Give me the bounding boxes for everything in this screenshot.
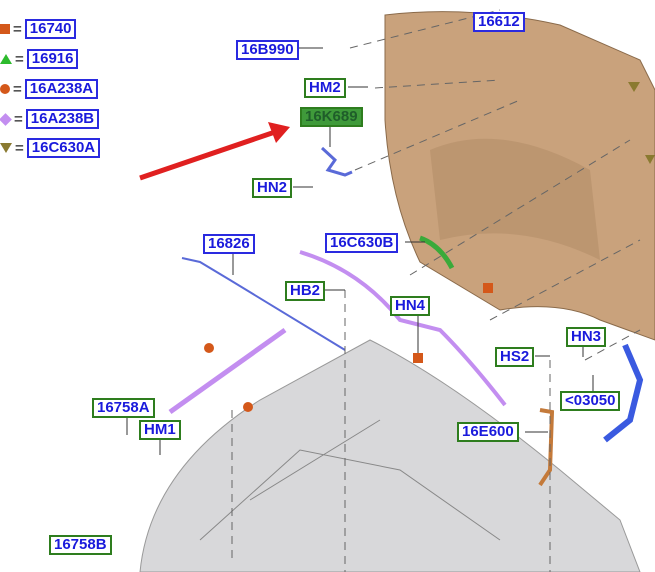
- legend-item-16A238A: =16A238A: [0, 79, 99, 99]
- callout-16B990[interactable]: 16B990: [236, 40, 299, 60]
- callout-HN2[interactable]: HN2: [252, 178, 293, 198]
- legend-code[interactable]: 16C630A: [26, 138, 101, 158]
- prop-rod-16K689: [320, 146, 353, 177]
- square-marker: [483, 283, 493, 293]
- callout-16C630B[interactable]: 16C630B: [325, 233, 399, 253]
- callout-HM2[interactable]: HM2: [304, 78, 346, 98]
- red-arrow-head: [268, 122, 290, 143]
- diamond-icon: [0, 112, 12, 126]
- square-marker: [413, 353, 423, 363]
- callout-HM1[interactable]: HM1: [139, 420, 181, 440]
- callout-16826[interactable]: 16826: [203, 234, 255, 254]
- legend-code[interactable]: 16740: [24, 19, 77, 39]
- green-bumper-16916: [419, 235, 455, 270]
- legend-item-16916: =16916: [0, 49, 79, 69]
- legend-item-16A238B: =16A238B: [0, 109, 100, 129]
- seal-16A238B: [168, 327, 287, 415]
- latch-16E600: [538, 408, 555, 487]
- circle-marker: [204, 343, 214, 353]
- legend-item-16C630A: =16C630A: [0, 138, 101, 158]
- red-arrow: [139, 129, 276, 181]
- triangle-down-icon: [0, 143, 12, 153]
- leader-dashes: [231, 9, 641, 572]
- callout-16758B[interactable]: 16758B: [49, 535, 112, 555]
- rod-16826: [181, 257, 346, 351]
- callout-16K689-highlighted[interactable]: 16K689: [300, 107, 363, 127]
- callout-HS2[interactable]: HS2: [495, 347, 535, 367]
- triangle-down-marker: [645, 155, 655, 164]
- callout-HN3[interactable]: HN3: [566, 327, 607, 347]
- legend-code[interactable]: 16A238A: [24, 79, 99, 99]
- engine-bay-detail: [199, 419, 501, 541]
- legend-code[interactable]: 16916: [26, 49, 79, 69]
- triangle-down-marker: [628, 82, 640, 92]
- callout-03050[interactable]: <03050: [560, 391, 621, 411]
- hood-emboss: [430, 138, 600, 260]
- callout-HB2[interactable]: HB2: [285, 281, 326, 301]
- hinge-bracket: [603, 343, 644, 443]
- engine-bay: [139, 339, 641, 572]
- legend-code[interactable]: 16A238B: [25, 109, 100, 129]
- callout-HN4[interactable]: HN4: [390, 296, 431, 316]
- callout-16E600[interactable]: 16E600: [457, 422, 519, 442]
- callout-16758A[interactable]: 16758A: [92, 398, 155, 418]
- circle-icon: [0, 84, 10, 94]
- triangle-up-icon: [0, 54, 12, 64]
- legend-item-16740: =16740: [0, 19, 77, 39]
- circle-marker: [243, 402, 253, 412]
- seal-16C630: [299, 250, 507, 407]
- square-icon: [0, 24, 10, 34]
- leader-lines: [126, 47, 594, 455]
- callout-16612[interactable]: 16612: [473, 12, 525, 32]
